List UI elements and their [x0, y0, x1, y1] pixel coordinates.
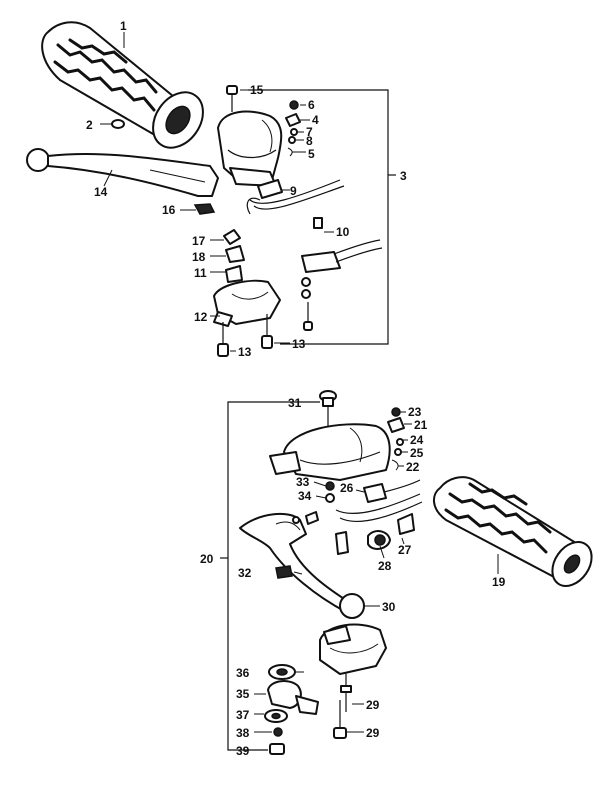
lower-upper-housing: [269, 423, 391, 481]
leader-lines-upper: [100, 32, 334, 352]
callout-17: 17: [192, 234, 206, 248]
callout-26: 26: [340, 481, 354, 495]
callout-19: 19: [492, 575, 506, 589]
plug-part-2: [111, 119, 125, 129]
small-parts-4-8: [285, 100, 301, 157]
callout-13-right: 13: [292, 337, 306, 351]
upper-housing: [217, 110, 283, 187]
lower-clamp-12: [213, 279, 281, 327]
group-bracket-20: [227, 401, 320, 751]
parts-33-34-26: [325, 479, 423, 522]
callout-13-left: 13: [238, 345, 252, 359]
part-16: [193, 203, 216, 215]
lower-clamp: [319, 623, 387, 675]
switch-27-28: [335, 513, 415, 555]
group-bracket-3: [248, 89, 389, 345]
callout-32: 32: [238, 566, 252, 580]
callout-labels: 1 2 3 4 5 6 7 8 9 10 11 12 13 13 14 15 1…: [86, 19, 506, 758]
callout-37: 37: [236, 708, 250, 722]
callout-8: 8: [306, 134, 313, 148]
callout-15: 15: [250, 83, 264, 97]
screw-31: [319, 390, 337, 440]
small-parts-21-25: [387, 407, 405, 471]
callout-39: 39: [236, 744, 250, 758]
callout-2: 2: [86, 118, 93, 132]
parts-35-39-stack: [264, 664, 319, 755]
callout-27: 27: [398, 543, 412, 557]
callout-28: 28: [378, 559, 392, 573]
callout-38: 38: [236, 726, 250, 740]
callout-6: 6: [308, 98, 315, 112]
callout-35: 35: [236, 687, 250, 701]
callout-21: 21: [414, 418, 428, 432]
callout-9: 9: [290, 184, 297, 198]
callout-29-upper: 29: [366, 698, 380, 712]
callout-31: 31: [288, 396, 302, 410]
callout-29-lower: 29: [366, 726, 380, 740]
screw-15: [226, 85, 238, 112]
leader-lines-lower: [254, 401, 499, 751]
callout-23: 23: [408, 405, 422, 419]
callout-34: 34: [298, 489, 312, 503]
callout-14: 14: [94, 185, 108, 199]
brake-lever: [26, 148, 219, 197]
callout-18: 18: [192, 250, 206, 264]
callout-30: 30: [382, 600, 396, 614]
callout-1: 1: [120, 19, 127, 33]
callout-4: 4: [312, 113, 319, 127]
callout-16: 16: [162, 203, 176, 217]
callout-10: 10: [336, 225, 350, 239]
part-32: [275, 565, 293, 579]
bolt-13-right: [261, 314, 273, 349]
bolt-29-upper: [340, 672, 352, 712]
left-grip: [41, 21, 204, 149]
callout-25: 25: [410, 446, 424, 460]
parts-17-18-11: [223, 229, 245, 283]
callout-33: 33: [296, 475, 310, 489]
callout-24: 24: [410, 433, 424, 447]
callout-36: 36: [236, 666, 250, 680]
right-grip: [433, 476, 593, 587]
switch-10: [301, 217, 383, 331]
callout-7: 7: [306, 125, 313, 139]
switch-9-and-cable: [246, 179, 345, 215]
clutch-lever: [239, 511, 365, 619]
callout-11: 11: [194, 266, 207, 280]
bolt-29-lower: [333, 700, 347, 739]
callout-12: 12: [194, 310, 208, 324]
callout-22: 22: [406, 460, 420, 474]
callout-20: 20: [200, 552, 214, 566]
bolt-13-left: [217, 322, 229, 357]
callout-3: 3: [400, 169, 407, 183]
callout-5: 5: [308, 147, 315, 161]
